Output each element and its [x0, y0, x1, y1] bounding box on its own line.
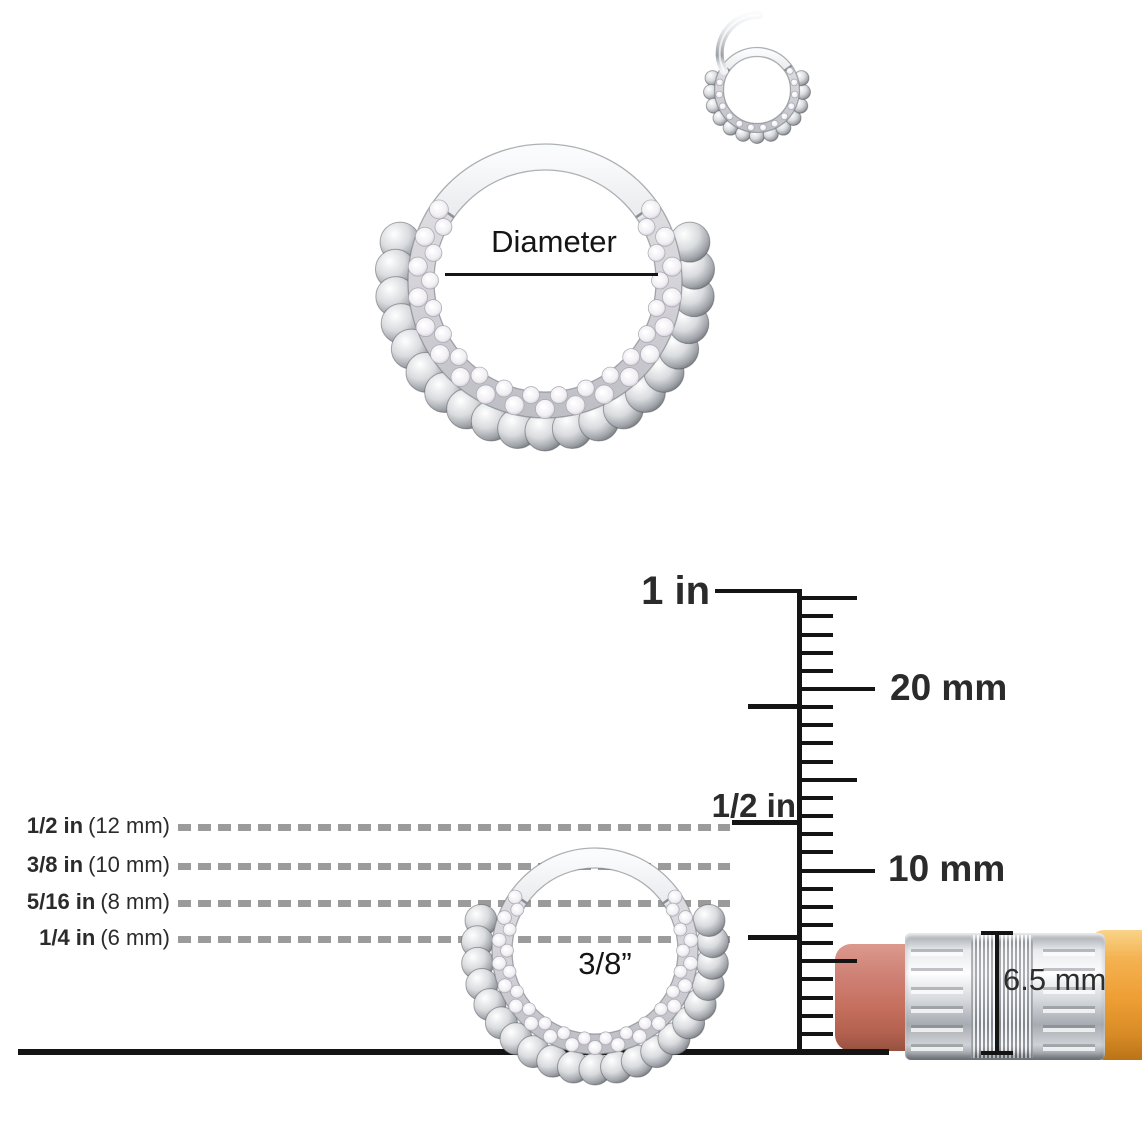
size-mm-label: (6 mm): [100, 925, 170, 950]
ferrule-knurl: [971, 935, 1033, 1058]
ruler-tick: [800, 977, 833, 982]
bottom-ring-size-label: 3/8”: [578, 946, 632, 981]
ruler-tick: [715, 589, 800, 593]
ruler-tick: [800, 759, 833, 764]
ruler-tick: [800, 741, 833, 746]
ruler-tick: [800, 922, 833, 927]
ruler-tick: [800, 1013, 833, 1018]
ruler-tick: [800, 959, 857, 964]
measure-bracket-line: [995, 931, 999, 1055]
size-row-quarter-inch: 1/4 in(6 mm): [0, 925, 170, 950]
ruler-tick: [800, 723, 833, 728]
ruler-tick: [800, 668, 833, 673]
ruler-tick: [732, 819, 800, 825]
ruler-tick: [800, 596, 857, 601]
ruler-label-10mm: 10 mm: [888, 848, 1006, 889]
pencil-image: [835, 928, 1142, 1062]
ruler-tick: [748, 704, 800, 710]
size-inch-label: 5/16 in: [26, 889, 96, 914]
size-mm-label: (10 mm): [88, 852, 170, 877]
ruler-tick: [800, 1031, 833, 1036]
ruler-tick: [800, 777, 857, 782]
ruler-label-1in: 1 in: [641, 569, 710, 613]
diameter-label: Diameter: [491, 224, 617, 259]
ruler-tick: [800, 868, 875, 873]
size-inch-label: 1/2 in: [26, 813, 84, 838]
ruler-tick: [800, 904, 833, 909]
measure-bracket-top-cap: [981, 931, 1013, 935]
pencil-ferrule: [905, 933, 1105, 1060]
ruler-tick: [800, 614, 833, 619]
size-inch-label: 3/8 in: [26, 852, 84, 877]
ferrule-crimp: [1043, 937, 1095, 1056]
ruler-tick: [800, 687, 875, 691]
size-row-three-eighths: 3/8 in(10 mm): [0, 852, 170, 877]
ruler-tick: [800, 832, 833, 837]
dashed-line-three-eighths: [178, 863, 730, 870]
dashed-line-five-sixteenths: [178, 900, 730, 907]
ferrule-crimp: [911, 937, 963, 1056]
ruler-tick: [800, 705, 833, 710]
ruler-tick: [748, 934, 800, 940]
size-inch-label: 1/4 in: [39, 925, 96, 950]
dashed-line-half-inch: [178, 824, 730, 831]
size-row-five-sixteenths: 5/16 in(8 mm): [0, 889, 170, 914]
ruler-tick: [800, 814, 833, 819]
size-row-half-inch: 1/2 in(12 mm): [0, 813, 170, 838]
ruler-label-20mm: 20 mm: [890, 667, 1008, 708]
pencil-width-label: 6.5 mm: [1003, 962, 1107, 997]
ruler-tick: [800, 632, 833, 637]
ruler-tick: [800, 995, 833, 1000]
ruler-tick: [800, 795, 833, 800]
size-mm-label: (12 mm): [88, 813, 170, 838]
baseline: [18, 1049, 889, 1055]
ruler-tick: [800, 650, 833, 655]
ruler-tick: [800, 850, 833, 855]
dashed-line-quarter-inch: [178, 936, 730, 943]
ruler-tick: [800, 886, 833, 891]
measure-bracket-bottom-cap: [981, 1051, 1013, 1055]
ruler-label-half-in: 1/2 in: [711, 787, 796, 824]
size-mm-label: (8 mm): [100, 889, 170, 914]
diameter-line: [445, 273, 658, 276]
ruler-tick: [800, 941, 833, 946]
